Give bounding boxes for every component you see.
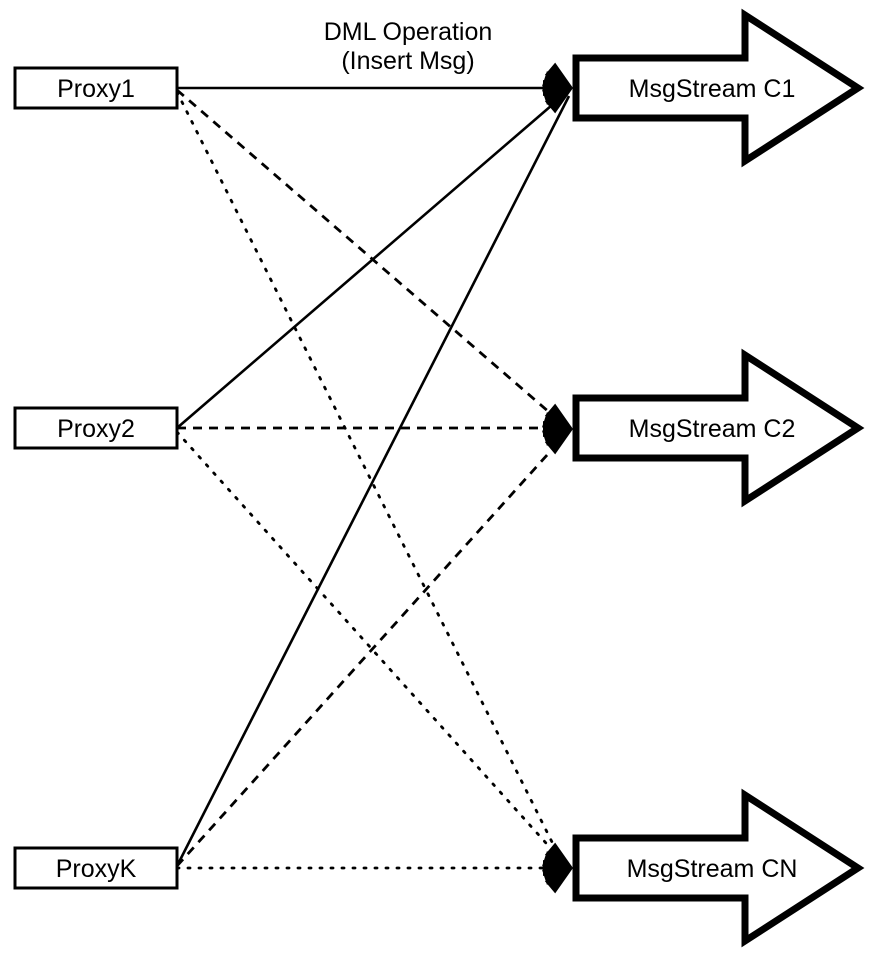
edge-annotation-line-2: (Insert Msg) [341, 47, 474, 75]
proxy-node-proxy1[interactable]: Proxy1 [13, 66, 179, 110]
edge-annotation-line-1: DML Operation [324, 18, 493, 46]
stream-node-c1[interactable]: MsgStream C1 [572, 8, 865, 168]
link-proxyk-to-stream-c2[interactable] [175, 433, 568, 867]
stream-label-c2: MsgStream C2 [629, 415, 796, 443]
link-proxy1-to-stream-c2[interactable] [176, 88, 565, 427]
proxy-node-proxy2[interactable]: Proxy2 [13, 406, 179, 450]
stream-label-cn: MsgStream CN [627, 855, 798, 883]
link-proxy2-to-stream-cn[interactable] [175, 430, 565, 864]
proxy-box-proxy2[interactable] [13, 406, 179, 450]
proxy-box-proxy1[interactable] [13, 66, 179, 110]
edge-annotation-dml-operation: DML Operation (Insert Msg) [324, 18, 493, 75]
arrowhead-icon-stream-c2 [541, 403, 573, 455]
stream-arrow-shape-cn[interactable] [572, 788, 865, 948]
link-layer [175, 86, 571, 870]
stream-node-c2[interactable]: MsgStream C2 [572, 348, 865, 508]
arrowhead-icon-stream-c1 [541, 62, 573, 114]
link-proxy1-to-stream-cn[interactable] [175, 90, 564, 864]
stream-node-cn[interactable]: MsgStream CN [572, 788, 865, 948]
proxy-box-proxyk[interactable] [13, 846, 179, 890]
stream-arrow-shape-c2[interactable] [572, 348, 865, 508]
stream-nodes: MsgStream C1 MsgStream C2 MsgStream CN [572, 8, 865, 948]
arrowhead-icon-stream-cn [541, 842, 573, 894]
proxy-label-proxy2: Proxy2 [57, 415, 135, 443]
link-proxyk-to-stream-c1[interactable] [175, 95, 571, 867]
stream-label-c1: MsgStream C1 [629, 75, 796, 103]
link-proxy2-to-stream-c1[interactable] [176, 92, 567, 429]
proxy-label-proxy1: Proxy1 [57, 75, 135, 103]
proxy-node-proxyk[interactable]: ProxyK [13, 846, 179, 890]
proxy-label-proxyk: ProxyK [56, 855, 137, 883]
arrowhead-layer [541, 62, 573, 894]
proxy-nodes: Proxy1 Proxy2 ProxyK [13, 66, 179, 890]
stream-arrow-shape-c1[interactable] [572, 8, 865, 168]
